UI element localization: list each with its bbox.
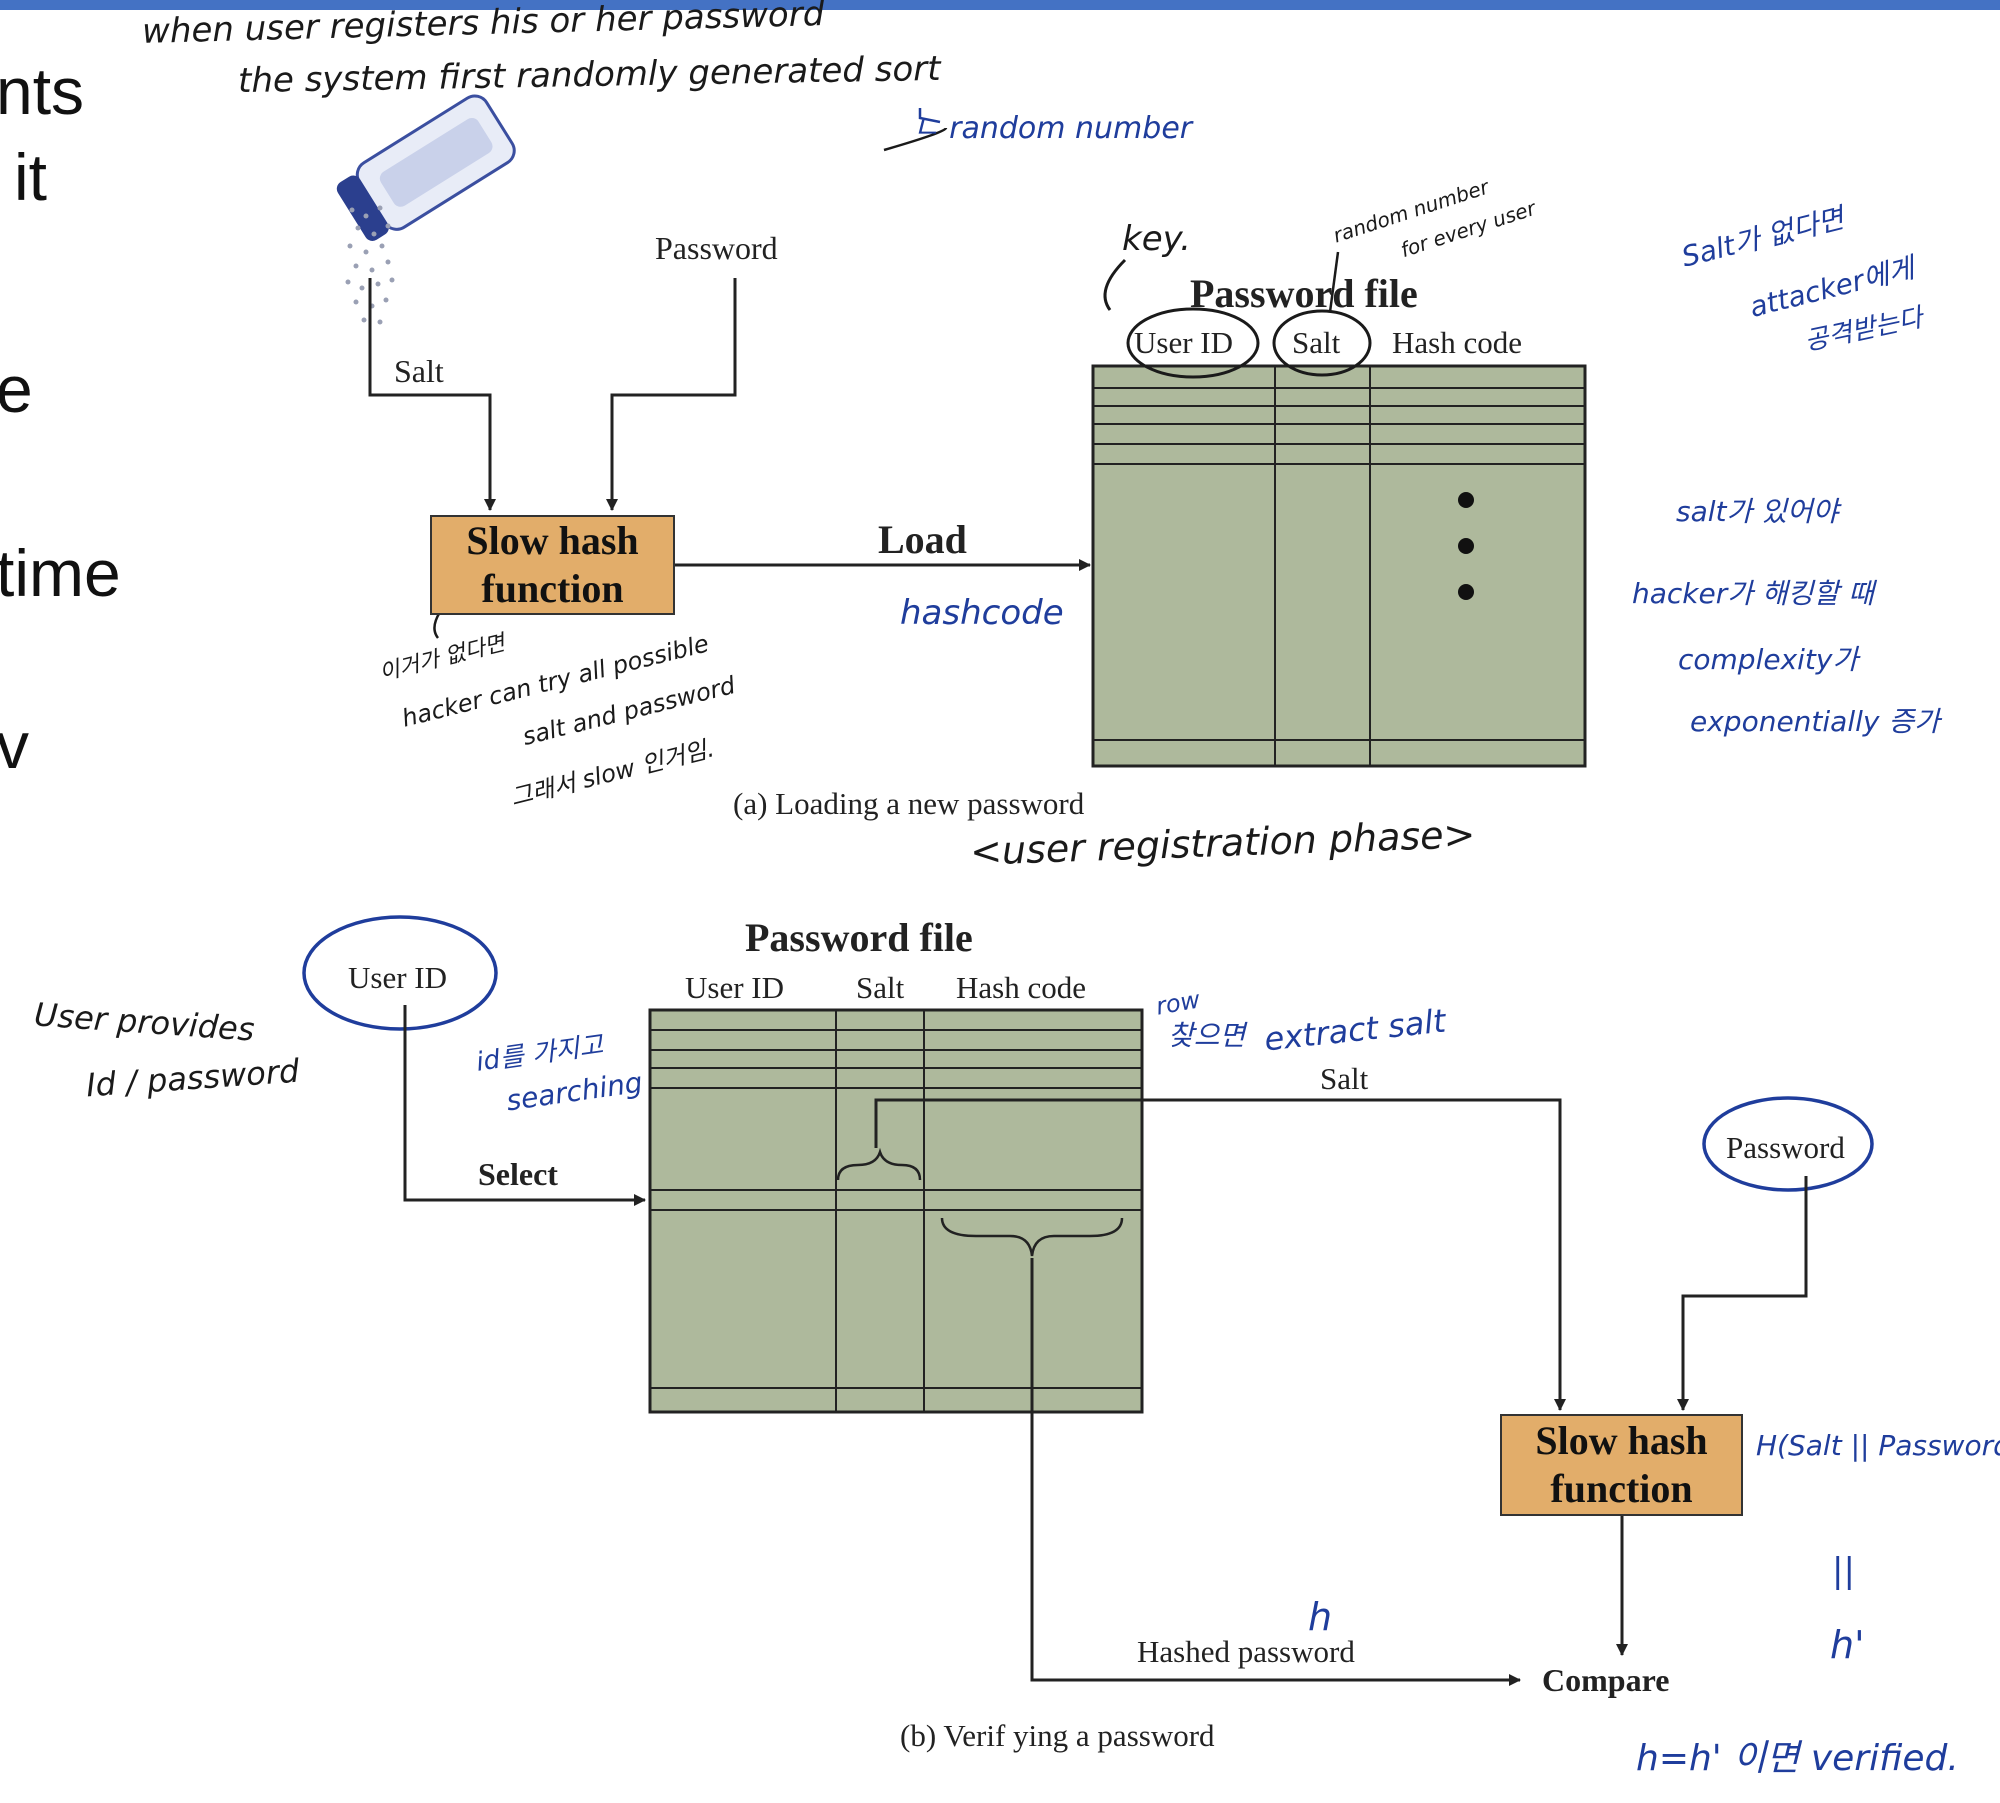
annotation-hacker-complexity-2: complexity가	[1678, 643, 1859, 676]
column-salt-a: Salt	[1292, 325, 1341, 360]
load-label: Load	[878, 517, 967, 562]
annotation-row-2: 찾으면	[1168, 1019, 1246, 1052]
annotation-salt-present: salt가 있어야	[1676, 495, 1839, 528]
hashed-password-label: Hashed password	[1137, 1634, 1355, 1669]
user-id-label-b: User ID	[348, 960, 447, 995]
annotation-hacker-complexity-1: hacker가 해킹할 때	[1632, 577, 1874, 610]
select-arrow	[403, 1005, 646, 1206]
random-number-pointer	[1328, 251, 1340, 313]
slide-top-rule	[0, 0, 2000, 10]
annotation-hacker-complexity-3: exponentially 증가	[1690, 705, 1940, 738]
salt-label-b: Salt	[1320, 1061, 1369, 1096]
password-label-a: Password	[655, 230, 778, 266]
annotation-random-number: ㄴ random number	[912, 111, 1193, 146]
annotation-hashcode: hashcode	[900, 593, 1064, 633]
annotation-verified: h=h' 이면 verified.	[1636, 1738, 1959, 1779]
annotation-h-prime: h'	[1830, 1623, 1865, 1667]
password-circle-annotation-b	[1702, 1096, 1874, 1192]
password-arrow	[606, 278, 737, 511]
password-label-b: Password	[1726, 1130, 1845, 1165]
compare-label: Compare	[1542, 1662, 1670, 1698]
caption-a: (a) Loading a new password	[733, 786, 1085, 821]
slow-note-pointer	[433, 611, 442, 639]
password-file-title-b: Password file	[745, 915, 973, 960]
slide-text-fragment: nts	[0, 54, 85, 128]
user-id-circle-annotation	[1126, 307, 1260, 379]
annotation-formula: H(Salt || Password)	[1756, 1429, 2000, 1462]
hash-box-line1: Slow hash	[466, 518, 639, 563]
column-salt-b: Salt	[856, 970, 905, 1005]
hash-box-line2: function	[481, 566, 624, 611]
slide-text-fragment: it	[14, 140, 47, 214]
annotation-equals: ||	[1832, 1551, 1855, 1591]
column-hash-code-b: Hash code	[956, 970, 1086, 1005]
caption-b: (b) Verif ying a password	[900, 1718, 1215, 1753]
slide-text-fragment: v	[0, 708, 29, 782]
password-file-title-a: Password file	[1190, 271, 1418, 316]
key-bracket-annotation	[1103, 258, 1127, 311]
hash-box-line2: function	[1550, 1466, 1693, 1511]
slide-text-fragment: e	[0, 352, 33, 426]
slow-hash-function-box-a: Slow hash function	[430, 515, 675, 615]
slide-text-fragment: time	[0, 536, 121, 610]
hash-box-line1: Slow hash	[1535, 1418, 1708, 1463]
hashed-password-arrow	[1030, 1258, 1521, 1686]
annotation-key: key.	[1122, 219, 1191, 259]
salt-label-a: Salt	[394, 353, 444, 389]
sort-underline	[883, 127, 948, 152]
annotation-h: h	[1308, 1595, 1333, 1639]
salt-shaker-icon	[336, 94, 516, 325]
password-file-table-b	[648, 1008, 1144, 1414]
salt-extract-arrow	[874, 1098, 1566, 1411]
password-arrow-b	[1677, 1176, 1808, 1411]
salt-circle-annotation	[1272, 309, 1372, 377]
select-label: Select	[478, 1156, 558, 1192]
column-hash-code-a: Hash code	[1392, 325, 1522, 360]
column-user-id-b: User ID	[685, 970, 784, 1005]
user-id-circle-annotation-b	[302, 915, 498, 1031]
slow-hash-function-box-b: Slow hash function	[1500, 1414, 1743, 1516]
password-file-table-a	[1091, 364, 1587, 768]
salt-arrow	[368, 278, 496, 511]
column-user-id-a: User ID	[1134, 325, 1233, 360]
random-number-hook	[918, 108, 941, 124]
